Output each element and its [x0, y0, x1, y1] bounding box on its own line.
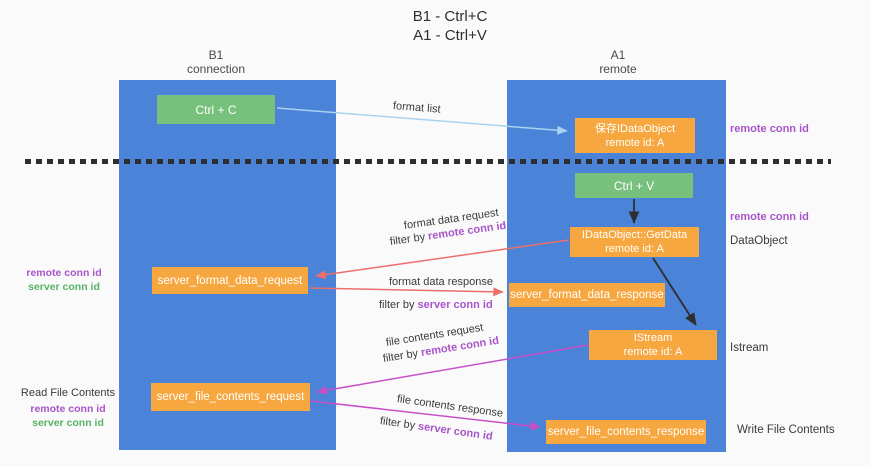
- node-save-idataobject-title: 保存IDataObject: [594, 122, 676, 135]
- label-read-file-contents: Read File Contents: [20, 387, 116, 399]
- label-format-remote-conn-id: remote conn id: [26, 267, 102, 279]
- node-server-format-data-request: server_format_data_request: [152, 267, 308, 294]
- filter-key-server-conn-id: server conn id: [417, 299, 493, 311]
- lane-header-a1-role: remote: [599, 62, 637, 76]
- edge-label-file-contents-response: file contents response: [396, 393, 504, 420]
- dashed-separator: [25, 159, 831, 164]
- label-block-format-conn-ids: remote conn id server conn id: [20, 266, 108, 294]
- label-file-server-conn-id: server conn id: [32, 417, 104, 429]
- format-data-response-arrow: [309, 287, 504, 297]
- lane-header-b1: B1 connection: [166, 48, 266, 76]
- label-istream: Istream: [730, 342, 769, 354]
- label-remote-conn-id-mid: remote conn id: [730, 211, 809, 223]
- filter-by-text: filter by: [382, 347, 419, 365]
- node-idataobject-getdata: IDataObject::GetData remote id: A: [570, 227, 699, 257]
- filter-by-text: filter by: [379, 299, 415, 311]
- lane-header-b1-role: connection: [186, 62, 246, 76]
- lane-header-a1-name: A1: [610, 48, 626, 62]
- edge-label-format-data-response: format data response: [389, 276, 493, 288]
- title-line-1: B1 - Ctrl+C: [412, 8, 488, 25]
- edge-label-format-list: format list: [392, 100, 442, 116]
- label-write-file-contents: Write File Contents: [737, 424, 835, 436]
- node-save-idataobject: 保存IDataObject remote id: A: [575, 118, 695, 153]
- node-save-idataobject-remote-id: remote id: A: [605, 136, 665, 149]
- filter-by-text: filter by: [379, 415, 416, 432]
- title-line-2: A1 - Ctrl+V: [413, 27, 487, 44]
- node-ctrl-v: Ctrl + V: [575, 173, 693, 198]
- label-format-server-conn-id: server conn id: [28, 281, 100, 293]
- node-istream: IStream remote id: A: [589, 330, 717, 360]
- node-idataobject-getdata-title: IDataObject::GetData: [581, 229, 688, 241]
- label-file-remote-conn-id: remote conn id: [30, 403, 106, 415]
- diagram-title: B1 - Ctrl+C A1 - Ctrl+V: [370, 7, 530, 45]
- lane-header-a1: A1 remote: [568, 48, 668, 76]
- node-server-format-data-response: server_format_data_response: [509, 283, 665, 307]
- filter-by-text: filter by: [389, 231, 426, 248]
- node-istream-title: IStream: [633, 332, 673, 344]
- node-server-file-contents-request: server_file_contents_request: [151, 383, 310, 411]
- edge-label-file-response-filter: filter byserver conn id: [379, 415, 493, 443]
- label-dataobject: DataObject: [730, 235, 788, 247]
- node-ctrl-c: Ctrl + C: [157, 95, 275, 124]
- lane-header-b1-name: B1: [208, 48, 224, 62]
- node-istream-remote-id: remote id: A: [623, 346, 683, 358]
- label-remote-conn-id-top: remote conn id: [730, 123, 809, 135]
- filter-key-server-conn-id: server conn id: [417, 420, 494, 443]
- label-block-file-conn-ids: Read File Contents remote conn id server…: [18, 386, 118, 430]
- node-server-file-contents-response: server_file_contents_response: [546, 420, 706, 444]
- node-idataobject-getdata-remote-id: remote id: A: [605, 243, 664, 255]
